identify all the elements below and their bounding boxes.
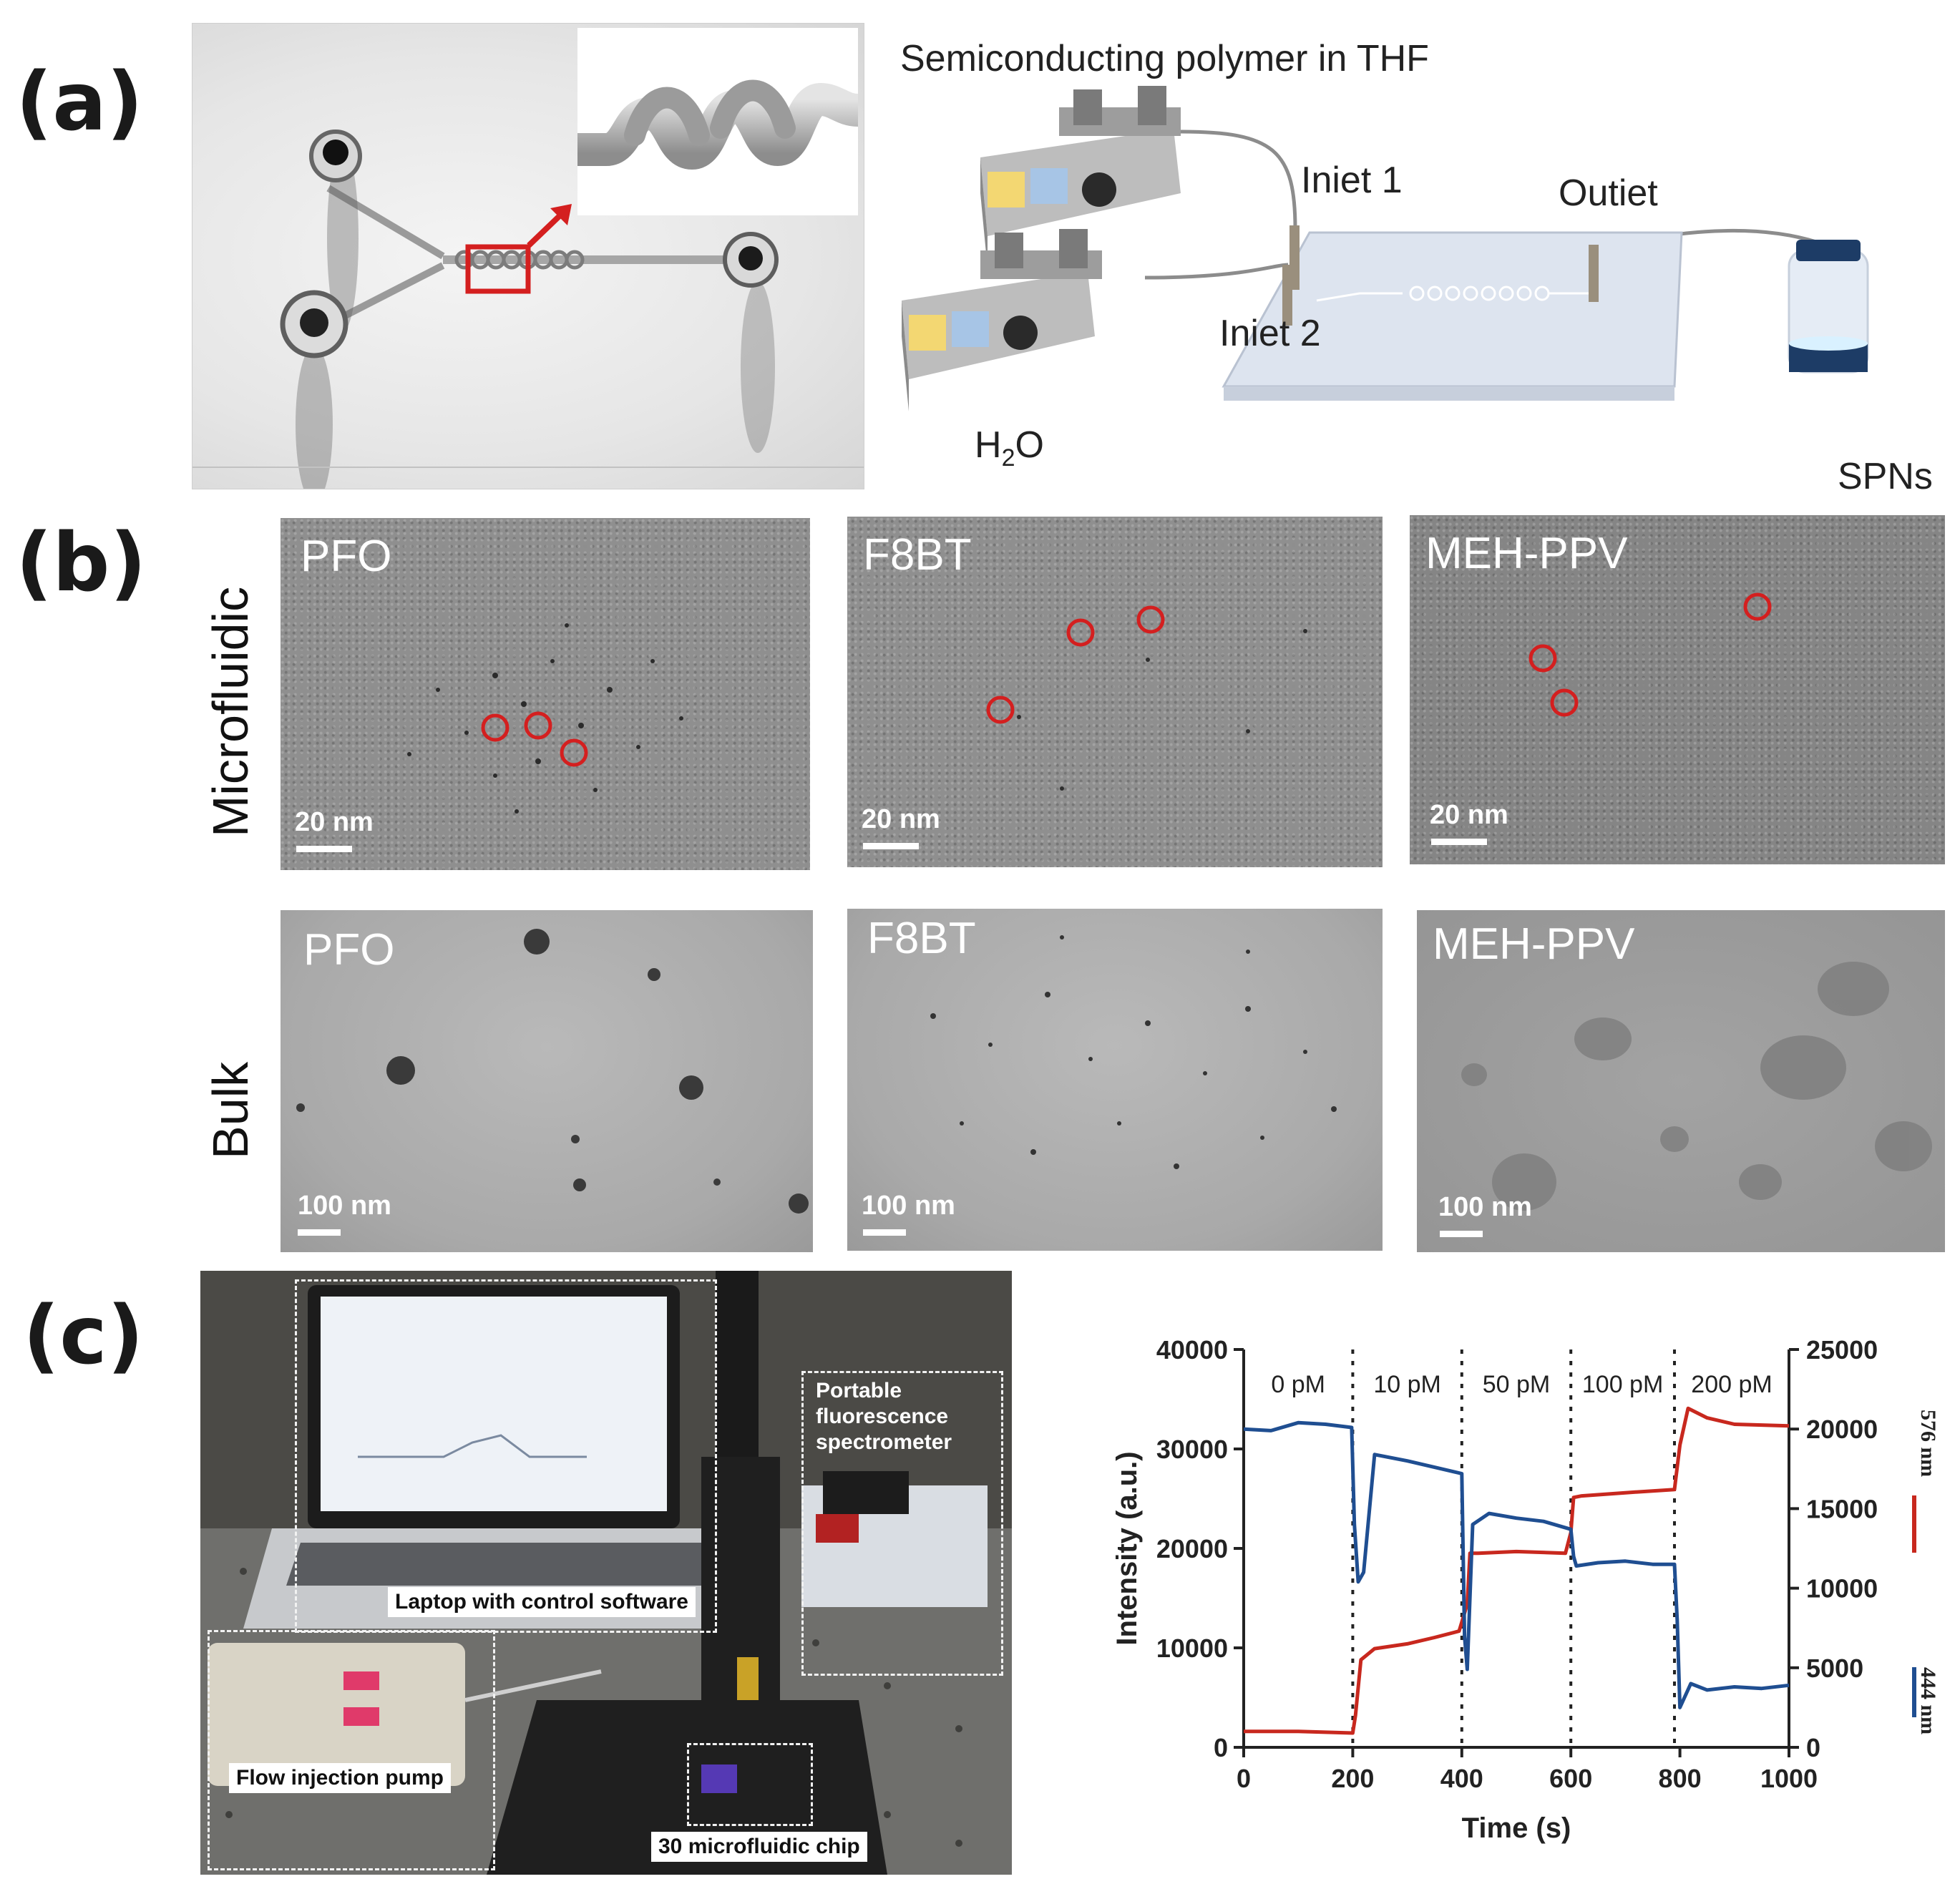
x-tick-label: 600	[1549, 1764, 1592, 1793]
y-right-tick-label: 25000	[1806, 1335, 1878, 1365]
concentration-label: 200 pM	[1691, 1371, 1772, 1398]
y-left-tick-label: 0	[1214, 1733, 1228, 1762]
chip-caption: 30 microfluidic chip	[651, 1832, 867, 1862]
instrument-setup-photo: Laptop with control software Portable fl…	[200, 1271, 1012, 1875]
inlet-1-label: Iniet 1	[1301, 160, 1403, 201]
scale-bar-label: 100 nm	[298, 1191, 391, 1221]
y-right-tick-label: 20000	[1806, 1415, 1878, 1444]
instrument-photo-drawing	[200, 1271, 1012, 1875]
scale-bar-label: 100 nm	[862, 1191, 955, 1221]
tem-particles	[986, 605, 1307, 791]
scale-bar	[296, 846, 352, 852]
inlet-2-label: Iniet 2	[1219, 313, 1321, 354]
water-label: H2O	[975, 424, 1044, 472]
laptop-region	[295, 1279, 717, 1633]
scale-bar	[1440, 1231, 1483, 1237]
water-h: H	[975, 424, 1002, 466]
x-tick-label: 0	[1237, 1764, 1251, 1793]
flow-setup-schematic	[902, 86, 1869, 411]
laptop-caption: Laptop with control software	[388, 1587, 696, 1617]
x-tick-label: 200	[1331, 1764, 1374, 1793]
row-label-microfluidic: Microfluidic	[203, 586, 258, 837]
tem-image-bulk-meh-ppv: MEH-PPV 100 nm	[1417, 910, 1945, 1252]
legend-label: 444 nm	[1916, 1667, 1940, 1734]
concentration-label: 100 pM	[1582, 1371, 1663, 1398]
legend-label: 576 nm	[1916, 1410, 1940, 1477]
row-label-bulk: Bulk	[203, 1061, 258, 1159]
scale-bar	[1431, 839, 1487, 845]
tem-particles	[296, 929, 809, 1214]
concentration-label: 0 pM	[1271, 1371, 1325, 1398]
zoom-inset	[561, 28, 864, 215]
panel-c-label: (c)	[23, 1289, 144, 1382]
microfluidic-chip-photo	[192, 23, 864, 489]
tem-image-microfluidic-pfo: PFO 20 nm	[281, 518, 810, 870]
outlet-label: Outiet	[1559, 172, 1658, 214]
spectrometer-caption-line: Portable	[816, 1379, 902, 1402]
y-right-tick-label: 10000	[1806, 1574, 1878, 1604]
series-line-444-nm	[1243, 1420, 1790, 1709]
concentration-label: 50 pM	[1483, 1371, 1551, 1398]
tem-image-microfluidic-meh-ppv: MEH-PPV 20 nm	[1410, 515, 1945, 864]
y-left-tick-label: 10000	[1156, 1634, 1228, 1663]
tem-aggregates	[1461, 962, 1932, 1211]
y-axis-label: Intensity (a.u.)	[1111, 1451, 1143, 1645]
tem-label: F8BT	[867, 914, 976, 963]
concentration-label: 10 pM	[1373, 1371, 1441, 1398]
y-left-tick-label: 30000	[1156, 1435, 1228, 1464]
water-o: O	[1015, 424, 1044, 466]
x-tick-label: 800	[1659, 1764, 1702, 1793]
pump-caption: Flow injection pump	[229, 1763, 451, 1793]
x-axis-label: Time (s)	[1462, 1812, 1571, 1844]
x-tick-label: 400	[1440, 1764, 1483, 1793]
scale-bar	[863, 843, 919, 849]
scale-bar-label: 20 nm	[1430, 800, 1508, 830]
tem-label: MEH-PPV	[1425, 529, 1628, 578]
scale-bar	[298, 1229, 341, 1236]
tem-particles	[930, 935, 1337, 1169]
panel-b-label: (b)	[16, 517, 147, 610]
polymer-in-thf-label: Semiconducting polymer in THF	[900, 38, 1429, 79]
water-subscript: 2	[1001, 444, 1015, 472]
panel-a-label: (a)	[16, 56, 143, 149]
tem-image-bulk-pfo: PFO 100 nm	[281, 910, 813, 1252]
serpentine-channel-render	[561, 79, 864, 170]
tem-particles	[1528, 592, 1772, 717]
y-right-tick-label: 5000	[1806, 1654, 1863, 1683]
spectrometer-caption-line: fluorescence	[816, 1405, 949, 1428]
tem-label: F8BT	[863, 530, 972, 580]
series-line-576-nm	[1244, 1406, 1790, 1735]
chip-photo-drawing	[192, 130, 864, 489]
spectrometer-caption: Portable fluorescence spectrometer	[809, 1375, 959, 1458]
tem-label: PFO	[301, 532, 392, 581]
tem-particles	[407, 623, 683, 814]
pump-region	[208, 1630, 495, 1870]
scale-bar-label: 20 nm	[862, 804, 940, 834]
tem-label: MEH-PPV	[1433, 919, 1635, 969]
y-right-tick-label: 0	[1806, 1733, 1820, 1762]
x-tick-label: 1000	[1760, 1764, 1818, 1793]
tem-image-microfluidic-f8bt: F8BT 20 nm	[847, 517, 1383, 867]
scale-bar	[863, 1229, 906, 1236]
scale-bar-label: 20 nm	[295, 807, 374, 837]
spectrometer-region	[801, 1371, 1003, 1676]
spectrometer-caption-line: spectrometer	[816, 1430, 952, 1454]
scale-bar-label: 100 nm	[1438, 1192, 1532, 1222]
chip-region	[687, 1743, 813, 1826]
spns-label: SPNs	[1838, 456, 1933, 497]
y-right-tick-label: 15000	[1806, 1494, 1878, 1523]
tem-label: PFO	[303, 925, 395, 975]
y-left-tick-label: 40000	[1156, 1335, 1228, 1365]
y-left-tick-label: 20000	[1156, 1534, 1228, 1563]
tem-image-bulk-f8bt: F8BT 100 nm	[847, 909, 1383, 1251]
